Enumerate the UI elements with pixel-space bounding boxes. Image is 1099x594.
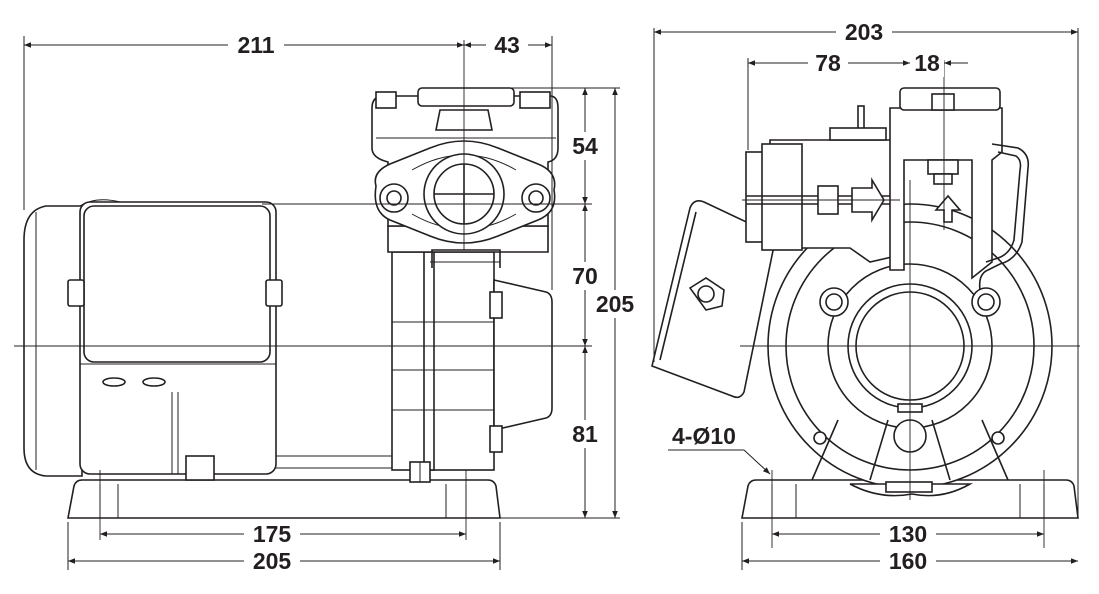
dim-side-top-to-inlet: 54 — [572, 133, 598, 159]
dim-side-base-length: 205 — [253, 548, 292, 574]
dim-side-inlet-to-shaft: 70 — [572, 263, 598, 289]
pump-casing-side — [391, 251, 495, 471]
dim-side-outlet-offset: 43 — [494, 32, 520, 58]
dim-side-foot-holes: 175 — [253, 521, 292, 547]
dim-front-foot-holes: 130 — [889, 521, 927, 547]
side-base-plate — [67, 479, 501, 519]
motor-end-cap — [23, 205, 83, 477]
front-view: 203 78 18 4-Ø10 130 160 — [651, 18, 1080, 575]
top-outlet-cap — [417, 87, 515, 107]
dim-front-base-width: 160 — [889, 548, 927, 574]
dim-front-overall-width: 203 — [845, 19, 883, 45]
mounting-holes-label: 4-Ø10 — [672, 423, 736, 449]
dim-side-overall-length: 211 — [237, 32, 274, 58]
terminal-box — [83, 205, 271, 363]
side-view: 211 43 54 70 81 205 175 205 — [14, 31, 642, 575]
dim-front-outlet-offset: 18 — [914, 50, 940, 76]
dim-side-overall-height: 205 — [596, 291, 635, 317]
dim-front-left-offset: 78 — [815, 50, 841, 76]
dim-side-shaft-height: 81 — [572, 421, 598, 447]
